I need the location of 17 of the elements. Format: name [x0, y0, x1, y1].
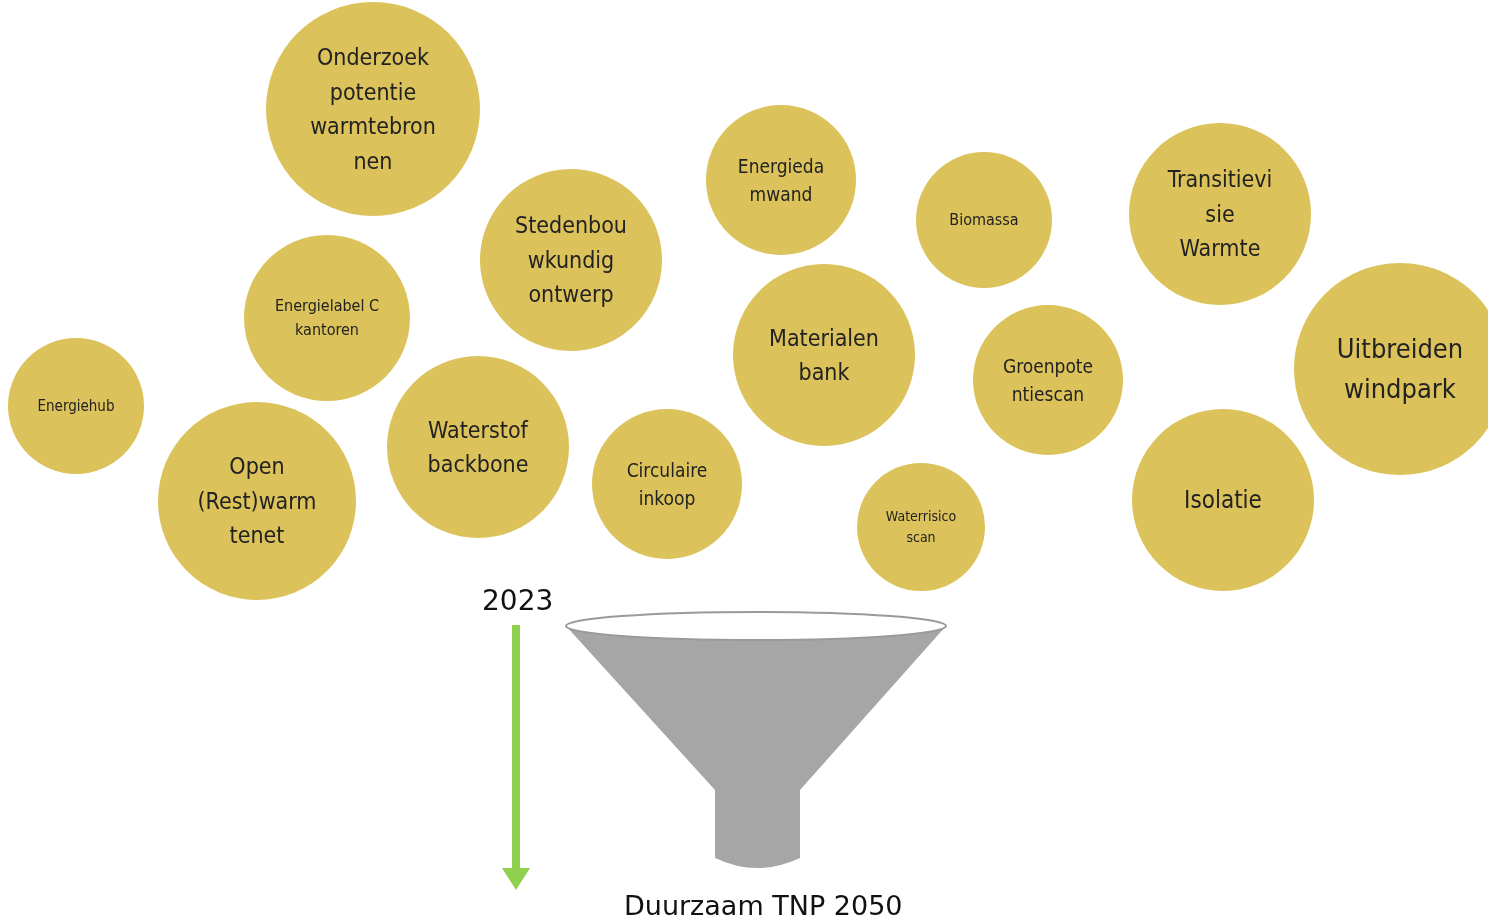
year-label: 2023 — [482, 584, 554, 617]
topic-label: Stedenbou wkundig ontwerp — [515, 211, 627, 310]
topic-label: Transitievi sie Warmte — [1167, 165, 1273, 264]
topic-label: Isolatie — [1184, 485, 1262, 516]
topic-label: Open (Rest)warm tenet — [197, 452, 317, 551]
topic-label: Energieda mwand — [737, 153, 825, 207]
goal-label: Duurzaam TNP 2050 — [624, 890, 903, 921]
topic-label: Materialen bank — [769, 323, 879, 387]
topic-label: Onderzoek potentie warmtebron nen — [310, 43, 436, 176]
topic-label: Waterstof backbone — [427, 415, 529, 479]
topic-label: Circulaire inkoop — [626, 457, 708, 511]
topic-label: Energiehub — [37, 395, 115, 417]
topic-label: Energielabel C kantoren — [273, 295, 381, 341]
topic-label: Waterrisico scan — [884, 507, 958, 547]
topic-label: Biomassa — [949, 209, 1019, 231]
topic-label: Groenpote ntiescan — [1002, 353, 1094, 407]
topic-label: Uitbreiden windpark — [1336, 331, 1464, 406]
